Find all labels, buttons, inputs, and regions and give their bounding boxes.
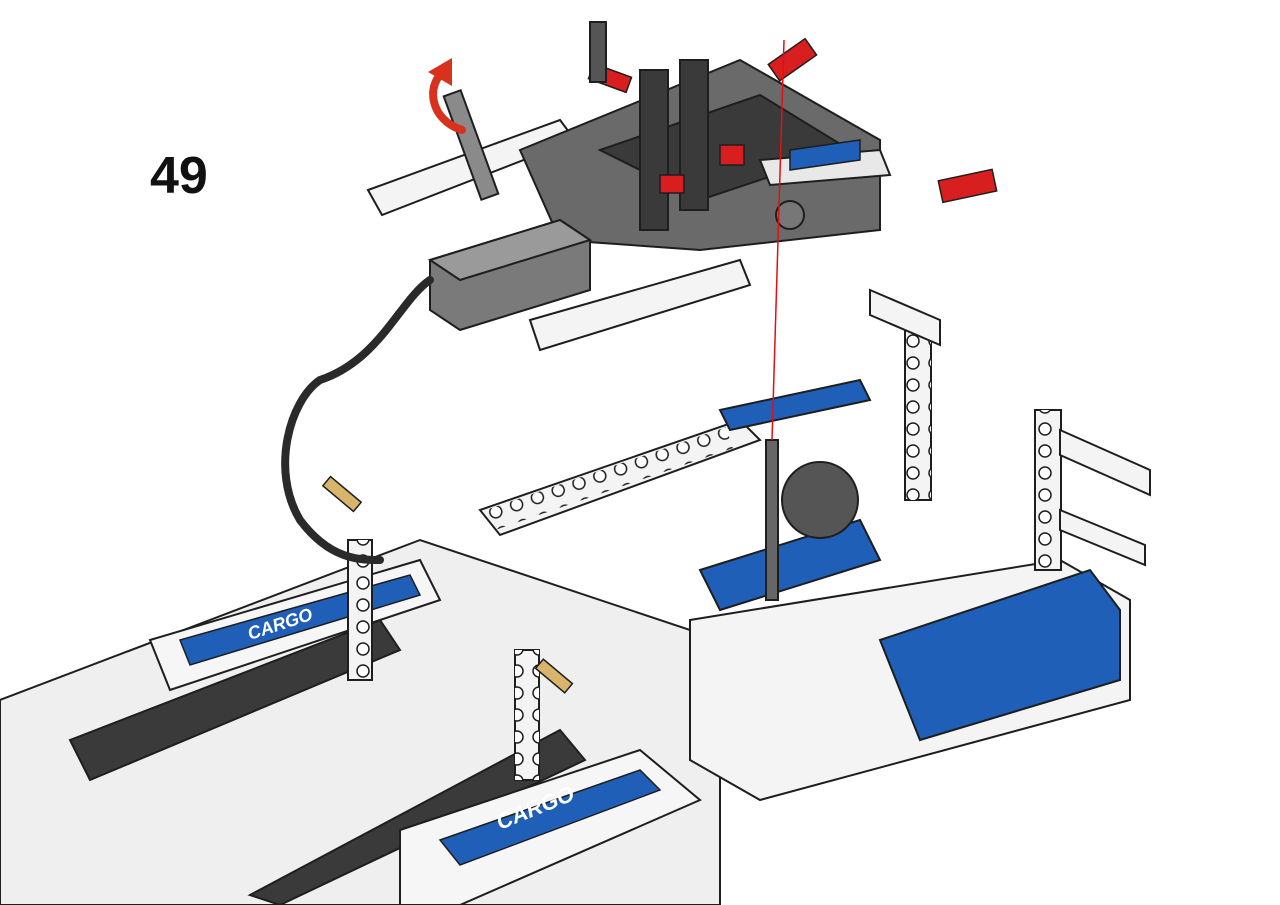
step-number: 49 (150, 147, 208, 205)
motor-icon (427, 218, 593, 332)
motor-subassembly (366, 21, 998, 352)
main-chassis: CARGO CARGO (0, 288, 1151, 905)
motor-cable (281, 276, 434, 564)
axle-guide-line-icon (771, 39, 785, 441)
cargo-pod: CARGO (399, 748, 702, 905)
rotate-arrow-icon (428, 58, 466, 134)
